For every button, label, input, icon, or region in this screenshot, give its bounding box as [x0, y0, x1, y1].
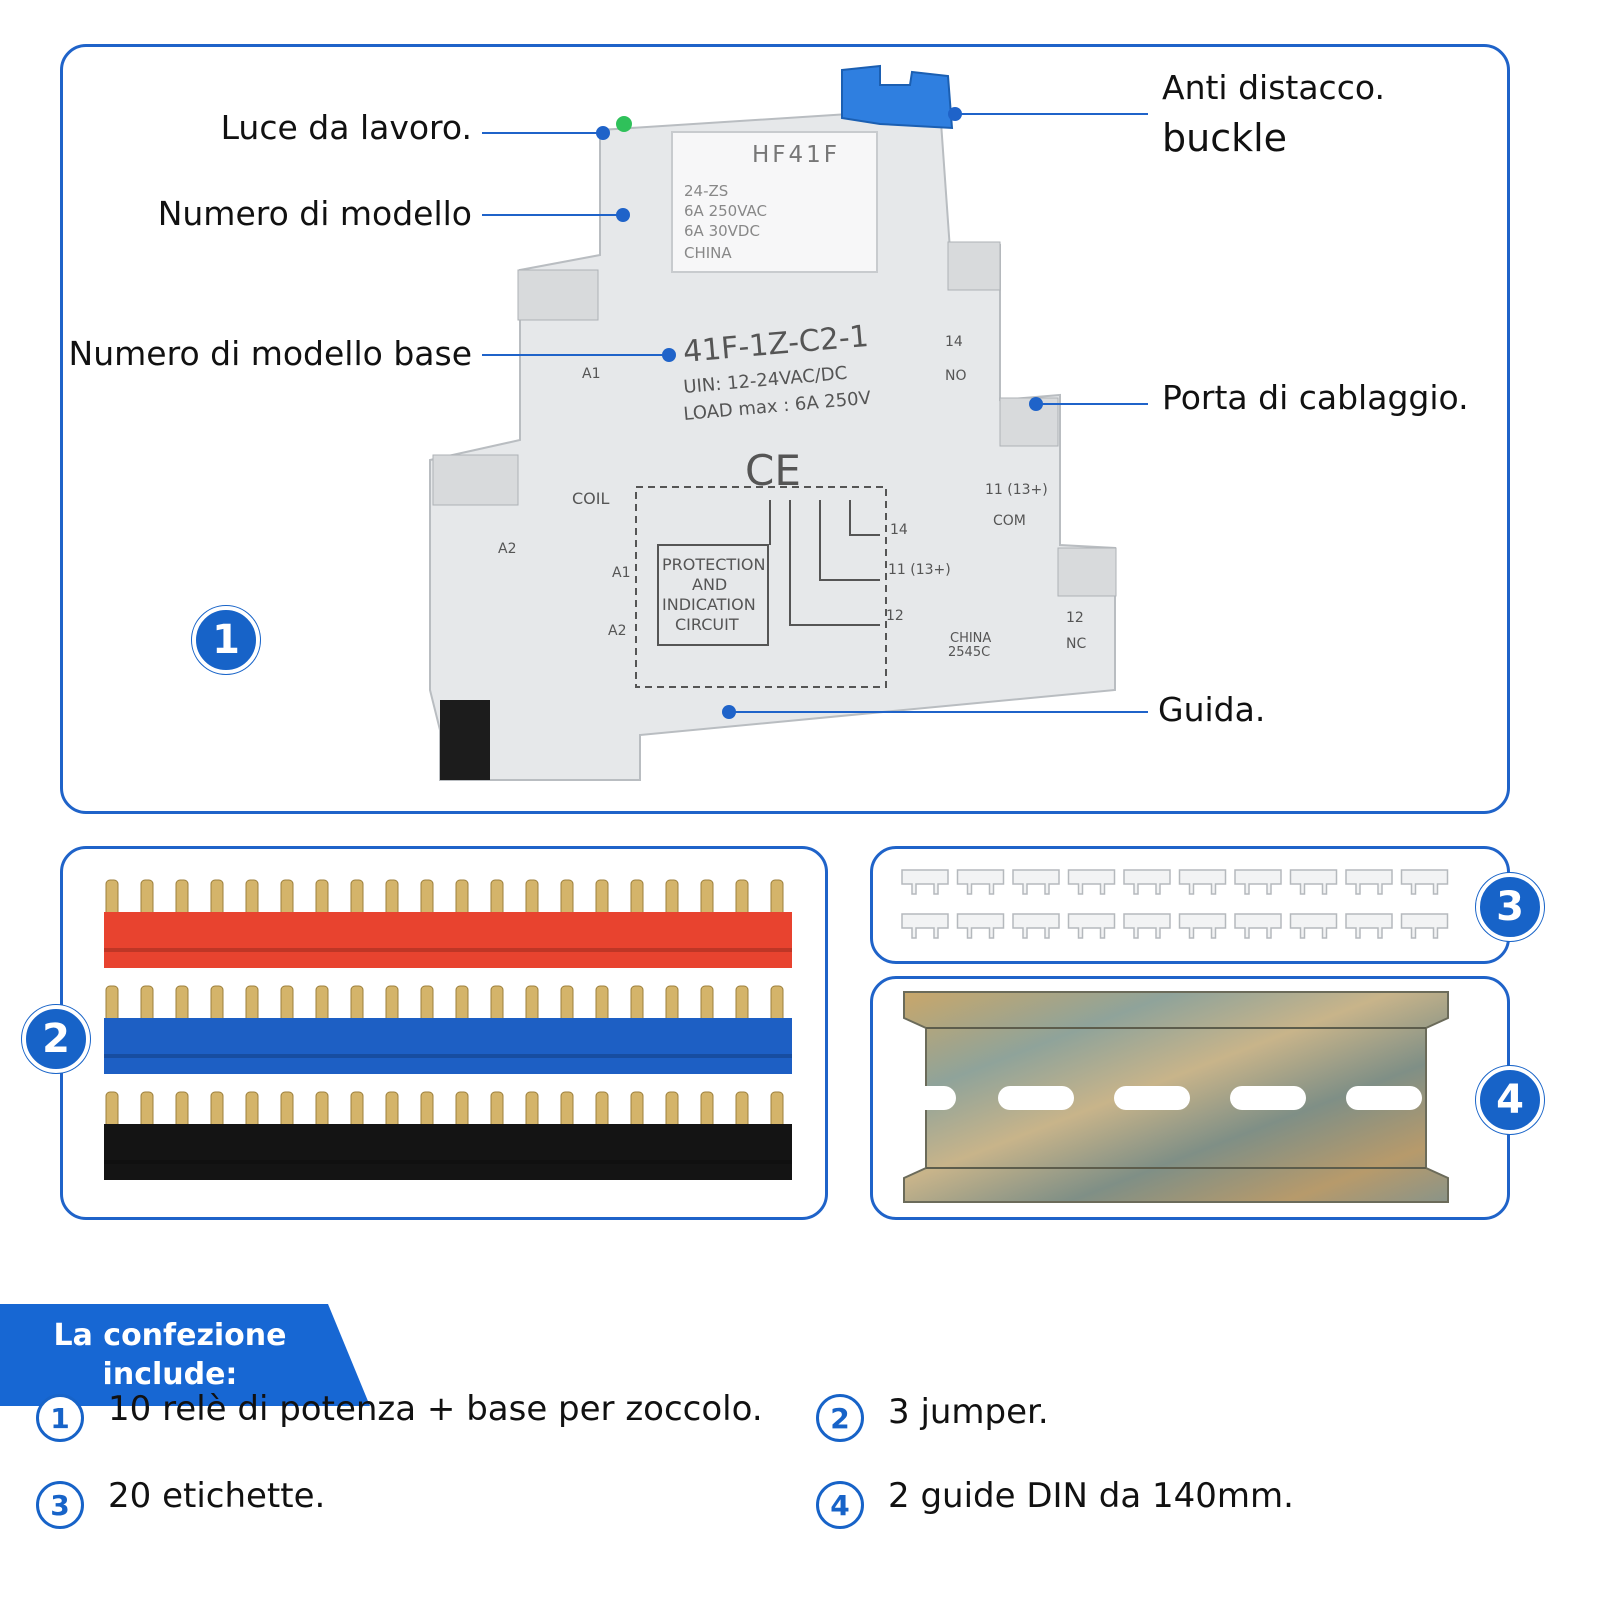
package-item-1: 10 relè di potenza + base per zoccolo. [108, 1389, 763, 1429]
package-item-3: 20 etichette. [108, 1476, 326, 1516]
terminal-a1-upper: A1 [582, 366, 600, 382]
din-rail-illustration [896, 991, 1449, 1203]
coil-label: COIL [572, 489, 609, 508]
relay-illustration: HF41F 24-ZS 6A 250VAC 6A 30VDC CHINA 41F… [429, 64, 1117, 781]
banner-line-2: include: [102, 1357, 238, 1392]
item-number-4: 4 [816, 1481, 864, 1529]
marker-label [1123, 913, 1171, 939]
marker-label [1234, 913, 1282, 939]
marker-label [1012, 913, 1060, 939]
model-number-leader [482, 214, 622, 216]
wiring-port-leader [1037, 403, 1148, 405]
circuit-text-2: AND [692, 575, 727, 594]
relay-rating-dc-text: 6A 30VDC [684, 222, 760, 240]
terminal-a1: A1 [612, 565, 630, 581]
work-light-callout: Luce da lavoro. [220, 108, 472, 147]
circuit-text-1: PROTECTION [662, 555, 765, 574]
wiring-port-callout: Porta di cablaggio. [1162, 378, 1469, 417]
jumper-illustration [104, 879, 792, 1180]
base-origin-2: 2545C [948, 645, 990, 660]
jumper-bar [104, 912, 792, 968]
terminal-14: 14 [890, 522, 908, 538]
anti-detach-callout-1: Anti distacco. [1162, 68, 1385, 107]
terminal-no: NO [945, 368, 967, 384]
item-number-1: 1 [36, 1394, 84, 1442]
marker-label [1067, 869, 1116, 895]
package-banner-text: La confezione include: [30, 1316, 310, 1394]
rail-dot [722, 705, 736, 719]
terminal-14-upper: 14 [945, 334, 963, 350]
jumper-bar [104, 1124, 792, 1180]
work-light-leader [482, 132, 602, 134]
circuit-text-3: INDICATION [662, 595, 756, 614]
terminal-11-upper: 11 (13+) [985, 482, 1048, 498]
marker-label [1067, 913, 1116, 939]
package-item-2: 3 jumper. [888, 1392, 1049, 1432]
marker-label [1123, 869, 1171, 895]
labels-panel [870, 846, 1510, 964]
anti-detach-callout-2: buckle [1162, 116, 1288, 160]
jumper-comb [104, 1091, 792, 1180]
rail-callout: Guida. [1158, 690, 1266, 729]
marker-label [1400, 869, 1449, 895]
marker-label [1178, 913, 1227, 939]
jumper-bar-shade [104, 948, 792, 952]
panel-number-3: 3 [1476, 873, 1544, 941]
relay-model-text: 24-ZS [684, 182, 728, 200]
banner-line-1: La confezione [53, 1318, 287, 1353]
model-number-callout: Numero di modello [157, 194, 472, 233]
relay-origin-text: CHINA [684, 244, 732, 262]
jumper-bar-shade [104, 1160, 792, 1164]
marker-label [1178, 869, 1227, 895]
jumper-bar [104, 1018, 792, 1074]
anti-detach-leader [956, 113, 1148, 115]
model-number-dot [616, 208, 630, 222]
package-item-4: 2 guide DIN da 140mm. [888, 1476, 1294, 1516]
anti-detach-dot [948, 107, 962, 121]
ce-mark: CE [745, 446, 801, 495]
marker-label [1400, 913, 1449, 939]
terminal-com: COM [993, 513, 1026, 529]
terminal-a2: A2 [608, 623, 626, 639]
terminal-11: 11 (13+) [888, 562, 951, 578]
item-number-3: 3 [36, 1481, 84, 1529]
marker-label [956, 913, 1005, 939]
terminal-nc: NC [1066, 636, 1086, 652]
marker-label [1012, 869, 1060, 895]
labels-illustration [901, 869, 1449, 939]
base-model-callout: Numero di modello base [68, 334, 472, 373]
relay-brand-text: HF41F [752, 142, 840, 168]
wiring-port-dot [1029, 397, 1043, 411]
relay-rating-ac-text: 6A 250VAC [684, 202, 767, 220]
panel-number-4: 4 [1476, 1066, 1544, 1134]
marker-label [1234, 869, 1282, 895]
marker-label [1289, 913, 1338, 939]
base-model-leader [482, 354, 668, 356]
marker-label [1345, 913, 1393, 939]
base-origin-1: CHINA [950, 631, 991, 646]
marker-label [901, 869, 949, 895]
package-banner: La confezione include: [0, 1304, 370, 1406]
marker-label [956, 869, 1005, 895]
base-model-dot [662, 348, 676, 362]
jumper-comb [104, 879, 792, 968]
work-light-dot [596, 126, 610, 140]
marker-label [1289, 869, 1338, 895]
marker-label [901, 913, 949, 939]
jumper-bar-shade [104, 1054, 792, 1058]
circuit-text-4: CIRCUIT [675, 615, 739, 634]
panel-number-1: 1 [192, 606, 260, 674]
terminal-12: 12 [886, 608, 904, 624]
terminal-a2-upper: A2 [498, 541, 516, 557]
jumper-comb [104, 985, 792, 1074]
item-number-2: 2 [816, 1394, 864, 1442]
panel-number-2: 2 [22, 1005, 90, 1073]
terminal-12-upper: 12 [1066, 610, 1084, 626]
rail-leader [730, 711, 1148, 713]
marker-label [1345, 869, 1393, 895]
